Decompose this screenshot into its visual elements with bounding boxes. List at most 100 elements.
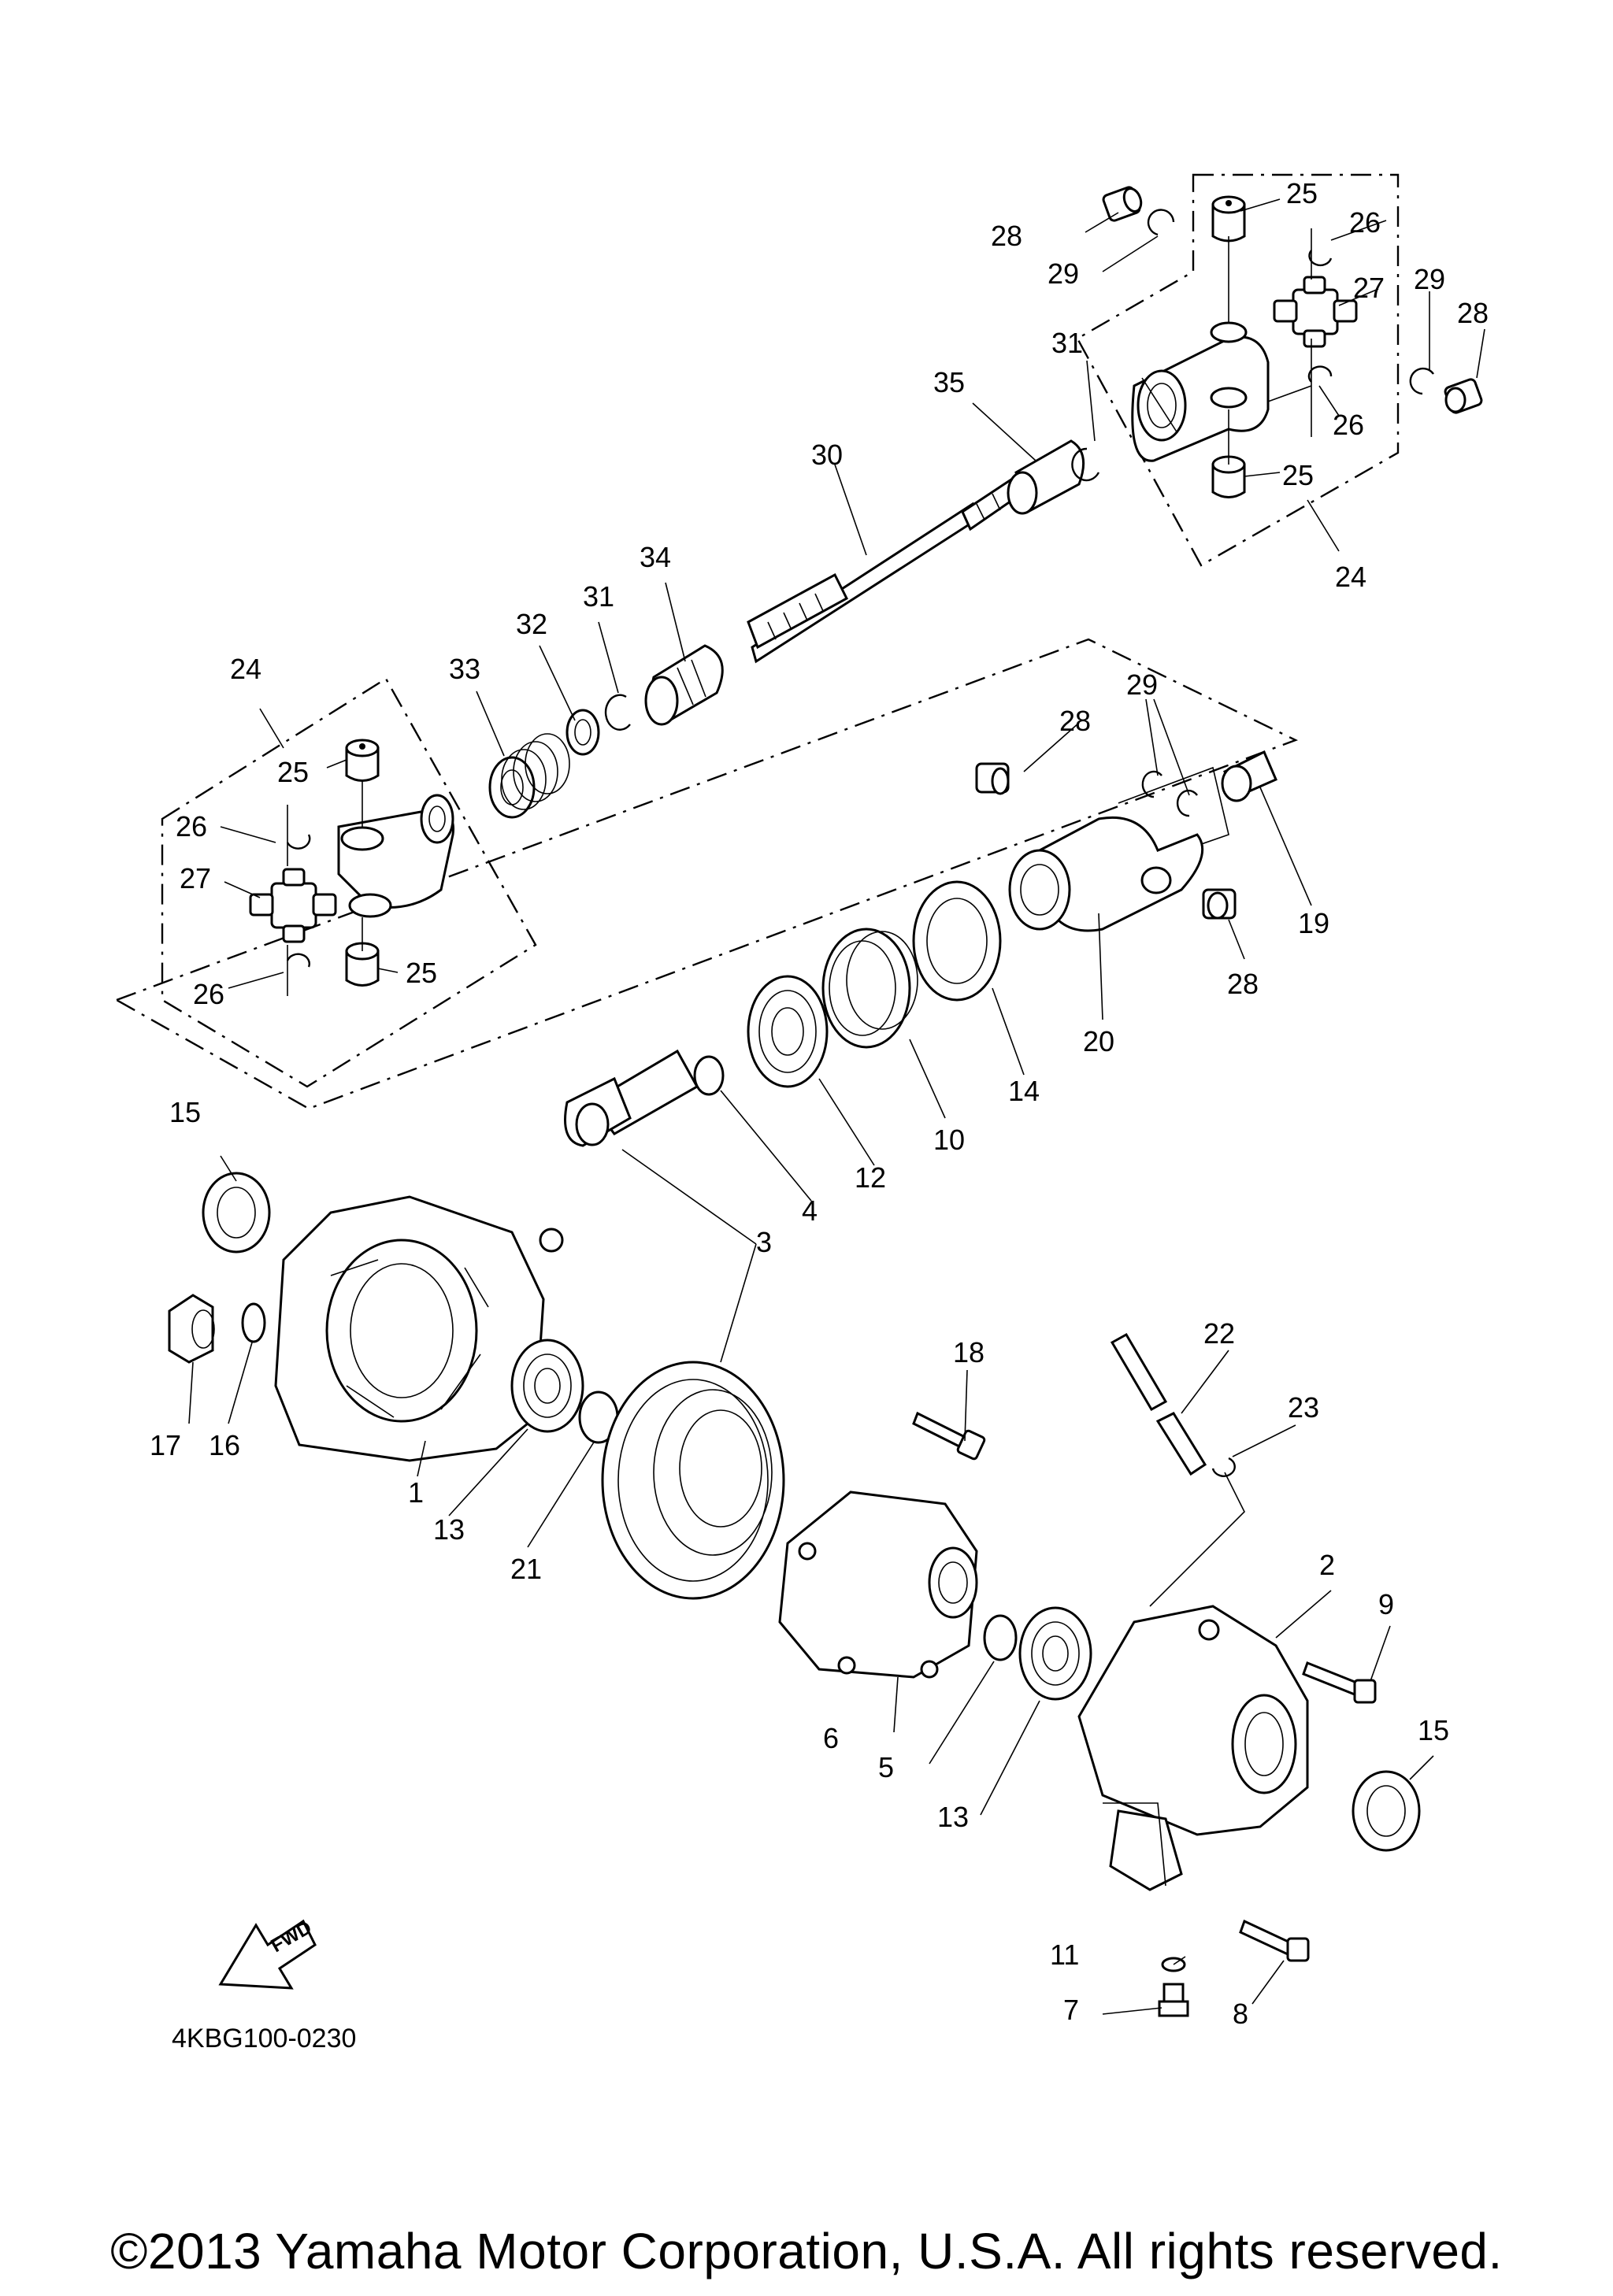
callout-28-mid-b: 28: [1227, 968, 1259, 1000]
nut-17: [168, 1294, 215, 1364]
callout-34: 34: [640, 541, 671, 573]
circlip-29-upper-b: [1409, 367, 1434, 395]
bolt-18: [912, 1411, 986, 1461]
snap-ring-26-upper-a: [1308, 250, 1333, 267]
bearing-cup-top-lower: [345, 739, 380, 782]
callout-4: 4: [802, 1194, 818, 1227]
callout-31-upper: 31: [1051, 327, 1083, 359]
callout-32: 32: [516, 608, 547, 640]
drive-shaft: [747, 474, 1025, 664]
circlip-29-mid-b: [1176, 789, 1198, 817]
callout-7: 7: [1063, 1994, 1079, 2026]
callout-29-upper-b: 29: [1414, 263, 1445, 295]
callout-9: 9: [1378, 1588, 1394, 1620]
bolt-7: [1158, 1983, 1189, 2017]
callout-3: 3: [756, 1226, 772, 1258]
gear-case-housing-2: [1077, 1605, 1309, 1891]
ring-gear: [601, 1361, 785, 1600]
lower-yoke: [337, 794, 455, 918]
shim-4: [693, 1055, 725, 1096]
callout-26-lower-top: 26: [176, 810, 207, 842]
bushing-28-upper-b: [1444, 378, 1483, 414]
callout-6: 6: [823, 1722, 839, 1754]
callout-25-lower-top: 25: [277, 756, 309, 788]
callout-25-lower-bottom: 25: [406, 957, 437, 989]
bearing-13-left: [510, 1339, 584, 1433]
bearing-cup-bottom-lower: [345, 942, 380, 987]
callout-27-lower: 27: [180, 862, 211, 894]
bearing-cup-top-upper: [1211, 195, 1246, 243]
callout-14: 14: [1008, 1075, 1040, 1107]
callout-26-upper-bottom: 26: [1333, 409, 1364, 441]
bushing-28-mid-b: [1202, 888, 1237, 920]
callout-25-upper-bottom: 25: [1282, 459, 1314, 491]
callout-5: 5: [878, 1751, 894, 1783]
callout-29-mid: 29: [1126, 668, 1158, 701]
callout-16: 16: [209, 1429, 240, 1461]
oil-seal-14: [912, 880, 1002, 1002]
boot-34: [644, 644, 724, 726]
callout-24-right: 24: [1335, 561, 1366, 593]
circlip-29-upper-a: [1147, 209, 1175, 236]
callout-33: 33: [449, 653, 480, 685]
circlip-31-lower: [604, 694, 631, 731]
bushing-28-upper-a: [1102, 186, 1143, 222]
snap-ring-26-lower-b: [286, 953, 310, 968]
callout-23: 23: [1288, 1391, 1319, 1424]
breather-pipe-22: [1110, 1332, 1207, 1476]
callout-10: 10: [933, 1124, 965, 1156]
gear-case-housing-1: [274, 1195, 564, 1462]
callout-17: 17: [150, 1429, 181, 1461]
group-box-upper-joint: [1076, 173, 1400, 567]
callout-35: 35: [933, 366, 965, 398]
oil-seal-15-right: [1352, 1770, 1421, 1852]
callout-13-left: 13: [433, 1513, 465, 1546]
callout-28-mid-a: 28: [1059, 705, 1091, 737]
callout-20: 20: [1083, 1025, 1114, 1057]
upper-yoke: [1131, 321, 1270, 462]
snap-ring-26-upper-b: [1307, 365, 1333, 383]
callout-26-upper-top: 26: [1349, 206, 1381, 239]
callout-28-upper-a: 28: [991, 220, 1022, 252]
callout-15-left: 15: [169, 1096, 201, 1128]
callout-1: 1: [408, 1476, 424, 1509]
washer-32: [565, 709, 600, 756]
bearing-12: [747, 975, 829, 1088]
leader-lines: [188, 198, 1485, 2015]
flange-20: [1008, 816, 1204, 932]
callout-13-right: 13: [937, 1801, 969, 1833]
shim-5: [983, 1614, 1018, 1661]
bearing-13-right: [1018, 1606, 1092, 1701]
callout-21: 21: [510, 1553, 542, 1585]
callout-labels: 1 2 3 4 5 6 7 8 9 10 11 12 13 13 14 15 1…: [150, 177, 1489, 2030]
group-box-middle-assembly: [114, 638, 1299, 1110]
callout-24-left: 24: [230, 653, 261, 685]
collar-35: [1007, 439, 1085, 515]
callout-12: 12: [855, 1161, 886, 1194]
callout-22: 22: [1203, 1317, 1235, 1350]
group-box-lower-joint: [161, 677, 537, 1088]
callout-31-lower: 31: [583, 580, 614, 613]
bushing-28-mid-a: [975, 762, 1010, 795]
callout-8: 8: [1233, 1998, 1248, 2030]
bolt-9: [1302, 1661, 1377, 1704]
nut-19: [1221, 750, 1277, 802]
spring-33: [488, 733, 570, 819]
callout-2: 2: [1319, 1549, 1335, 1581]
callout-15-right: 15: [1418, 1714, 1449, 1746]
snap-ring-26-lower-a: [286, 834, 311, 850]
callout-25-upper-top: 25: [1286, 177, 1318, 209]
bolt-8: [1239, 1919, 1310, 1962]
o-ring-16: [241, 1302, 266, 1343]
callout-26-lower-bottom: 26: [193, 978, 224, 1010]
cross-spider-lower: [249, 868, 337, 943]
pinion-gear: [564, 1049, 699, 1147]
clip-23: [1211, 1457, 1236, 1477]
fwd-arrow: FWD: [218, 1916, 317, 1990]
differential-6: [778, 1491, 978, 1679]
copyright-notice: ©2013 Yamaha Motor Corporation, U.S.A. A…: [110, 2223, 1503, 2279]
circlip-31-upper: [1071, 447, 1100, 482]
oil-seal-15-left: [202, 1172, 271, 1254]
seal-10: [821, 928, 918, 1049]
